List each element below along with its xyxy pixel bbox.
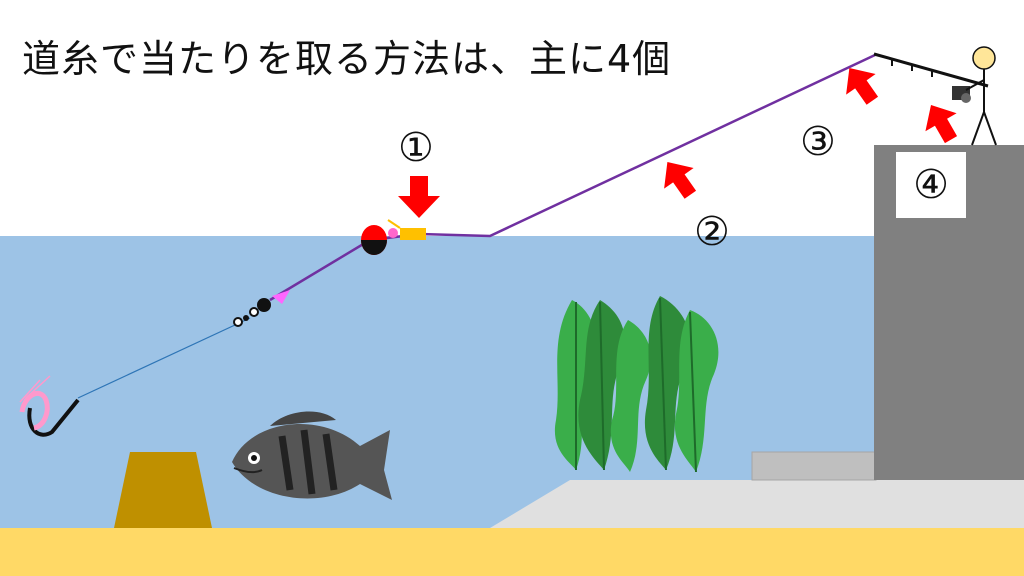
reel-icon [952, 86, 971, 103]
arrow-up-icon [664, 67, 958, 199]
seabed-slope [490, 480, 1024, 528]
hook-icon [19, 375, 80, 437]
leader-line [77, 317, 251, 399]
seabed-block [114, 452, 212, 528]
cushion-icon [272, 290, 290, 304]
diagram-title: 道糸で当たりを取る方法は、主に4個 [22, 37, 672, 81]
label-two: ② [694, 209, 730, 255]
seaweed-icon [554, 296, 719, 473]
arrow-down-icon [398, 176, 440, 218]
float-icon [361, 219, 426, 255]
label-one: ① [398, 125, 434, 171]
label-four: ④ [896, 152, 966, 218]
rod-icon [873, 52, 989, 88]
angler-icon [965, 46, 997, 146]
fish-icon [232, 411, 392, 500]
swivel-icon [233, 298, 271, 327]
sand-bottom [0, 528, 1024, 576]
concrete-step [751, 451, 877, 481]
label-three: ③ [800, 119, 836, 165]
